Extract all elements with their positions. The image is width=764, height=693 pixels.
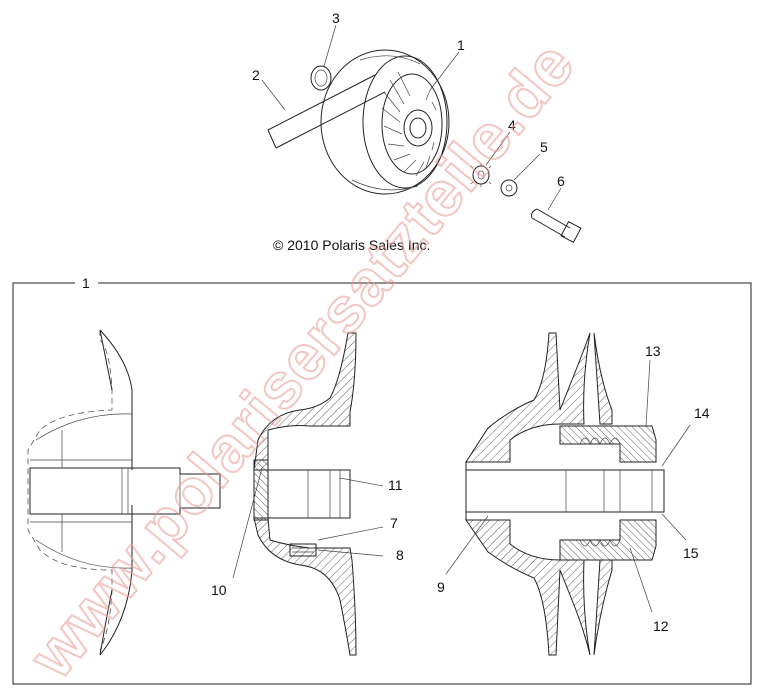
callout-6: 6 [557,173,565,189]
exploded-assembly: 3 2 1 4 5 6 © 2010 Polaris Sales Inc. [252,10,582,253]
sheave-section-left [27,329,221,656]
copyright-text: © 2010 Polaris Sales Inc. [273,237,430,253]
callout-1-top: 1 [457,37,465,53]
drive-belt [267,74,386,149]
callout-8: 8 [396,547,404,563]
callout-11: 11 [388,477,403,493]
watermark: www.polarisersatzteile.de [15,28,588,692]
section-box: 1 [12,275,752,685]
box-label: 1 [82,275,90,291]
callout-14: 14 [694,405,710,421]
callout-4: 4 [508,117,516,133]
bolt [531,208,582,244]
callout-9: 9 [437,579,445,595]
washer-4 [470,163,492,187]
callout-15: 15 [683,545,699,561]
sheave-section-middle: 11 7 8 10 [211,332,404,656]
callout-3: 3 [332,10,340,26]
callout-10: 10 [211,582,227,598]
callout-13: 13 [645,343,661,359]
clutch-section-right: 13 14 15 12 9 [437,332,710,656]
o-ring [310,65,332,91]
clutch-assembly [320,49,450,195]
callout-7: 7 [390,515,398,531]
callout-12: 12 [653,618,669,634]
washer-5 [500,179,518,197]
callout-5: 5 [540,139,548,155]
callout-2: 2 [252,67,260,83]
